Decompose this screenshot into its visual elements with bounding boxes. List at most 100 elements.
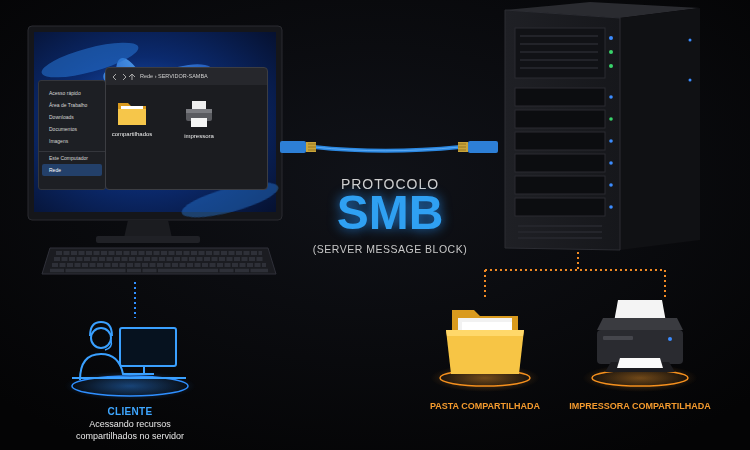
text-group: CLIENTEAcessando recursos compartilhados…	[55, 405, 205, 442]
server-tower-part	[609, 50, 613, 54]
network-cable-part	[458, 142, 468, 152]
server-tower-part	[515, 198, 605, 216]
server-tower-part	[520, 67, 598, 69]
server-tower-part	[515, 176, 605, 194]
breadcrumb: Rede › SERVIDOR-SAMBA	[140, 72, 267, 80]
server-tower-part	[609, 205, 613, 209]
printer-illustration	[582, 300, 698, 392]
client-illustration-part	[72, 377, 186, 379]
sidebar-item: Área de Trabalho	[39, 99, 105, 111]
resource-label: IMPRESSORA COMPARTILHADA	[569, 400, 711, 412]
server-tower-part	[505, 10, 620, 250]
folder-icon	[117, 100, 147, 126]
sidebar-item: Downloads	[39, 111, 105, 123]
folder-illustration-part	[446, 330, 524, 336]
network-cable-part	[308, 147, 316, 148]
printer-illustration-part	[668, 337, 672, 341]
folder-illustration	[430, 310, 540, 392]
server-tower-part	[518, 225, 602, 227]
network-cable-part	[308, 150, 316, 151]
server-tower-part	[515, 132, 605, 150]
network-cable	[280, 141, 498, 153]
server-tower	[505, 2, 700, 250]
monitor-part	[34, 32, 276, 212]
network-cable-part	[314, 147, 460, 151]
resource-label: PASTA COMPARTILHADA	[430, 400, 540, 412]
nav-arrows-part-part	[113, 74, 135, 80]
monitor-part	[96, 236, 200, 243]
network-cable-part	[280, 141, 306, 153]
text-group: PASTA COMPARTILHADA	[420, 400, 550, 412]
server-tower-part	[520, 35, 598, 37]
folder-icon-part-part	[118, 109, 146, 125]
server-tower-part	[520, 51, 598, 53]
sidebar-item: Imagens	[39, 135, 105, 147]
keyboard	[42, 248, 276, 274]
server-tower-part	[609, 161, 613, 165]
text-group: IMPRESSORA COMPARTILHADA	[565, 400, 715, 412]
server-tower-part	[609, 139, 613, 143]
orange-leader-lines-part	[485, 252, 665, 300]
client-illustration-part	[120, 328, 176, 366]
network-cable-part	[458, 150, 466, 151]
explorer-window: Rede › SERVIDOR-SAMBA compartilhados impre…	[105, 67, 268, 190]
network-cable-part	[458, 144, 466, 145]
folder-illustration-part	[446, 330, 524, 374]
server-tower-part	[515, 28, 605, 78]
sidebar-item: Este Computador	[39, 151, 105, 164]
printer-illustration-part	[603, 336, 633, 340]
monitor	[28, 26, 282, 243]
nav-arrows	[111, 73, 137, 81]
keyboard-part	[54, 257, 264, 261]
server-tower-part	[515, 110, 605, 128]
icon-caption: impressora	[184, 132, 214, 141]
client-text: Acessando recursos compartilhados no ser…	[60, 418, 200, 442]
client-illustration-part	[72, 376, 188, 396]
server-tower-part	[620, 8, 700, 250]
client-illustration-part	[90, 322, 112, 336]
printer-icon-part-part	[186, 109, 212, 113]
printer-illustration-part	[597, 318, 683, 330]
monitor-part	[124, 220, 172, 238]
printer-icon-part	[184, 100, 214, 128]
printer-icon	[184, 100, 214, 128]
printer-illustration-part	[592, 370, 688, 386]
printer-tile: impressora	[173, 98, 225, 158]
client-text: CLIENTE	[108, 405, 153, 418]
server-tower-part	[518, 237, 602, 239]
server-tower-part	[609, 183, 613, 187]
server-tower-part	[515, 88, 605, 106]
sidebar-panel: Acesso rápidoÁrea de TrabalhoDownloadsDo…	[38, 80, 106, 190]
wallpaper-bloom-part	[39, 35, 142, 84]
client-illustration-part	[134, 366, 154, 374]
sidebar-item: Rede	[42, 164, 102, 176]
server-tower-part	[520, 59, 598, 61]
printer-icon-part-part	[191, 118, 207, 127]
printer-illustration-part	[617, 358, 663, 368]
server-tower-part	[518, 231, 602, 233]
client-illustration-part	[105, 340, 111, 350]
wallpaper-bloom	[39, 35, 282, 224]
protocol-expansion: (SERVER MESSAGE BLOCK)	[270, 243, 510, 256]
network-cable-part	[308, 144, 316, 145]
sidebar-item: Acesso rápido	[39, 87, 105, 99]
server-tower-part	[515, 154, 605, 172]
folder-tile: compartilhados	[106, 98, 158, 158]
printer-icon-part-part	[192, 101, 206, 110]
network-cable-part	[468, 141, 498, 153]
client-illustration-part	[134, 282, 136, 318]
client-illustration-part	[64, 371, 196, 401]
keyboard-part	[42, 248, 276, 274]
network-cable-part	[306, 142, 316, 152]
keyboard-part	[52, 263, 266, 267]
icon-caption: compartilhados	[112, 130, 153, 139]
shared-printer-node: IMPRESSORA COMPARTILHADA	[565, 300, 715, 414]
shared-folder-node: PASTA COMPARTILHADA	[420, 300, 550, 414]
server-tower-part	[609, 36, 613, 40]
orange-leader-lines	[485, 252, 665, 300]
network-cable-part	[458, 147, 466, 148]
network-cable-part	[314, 147, 460, 151]
folder-icon-part	[117, 100, 147, 126]
